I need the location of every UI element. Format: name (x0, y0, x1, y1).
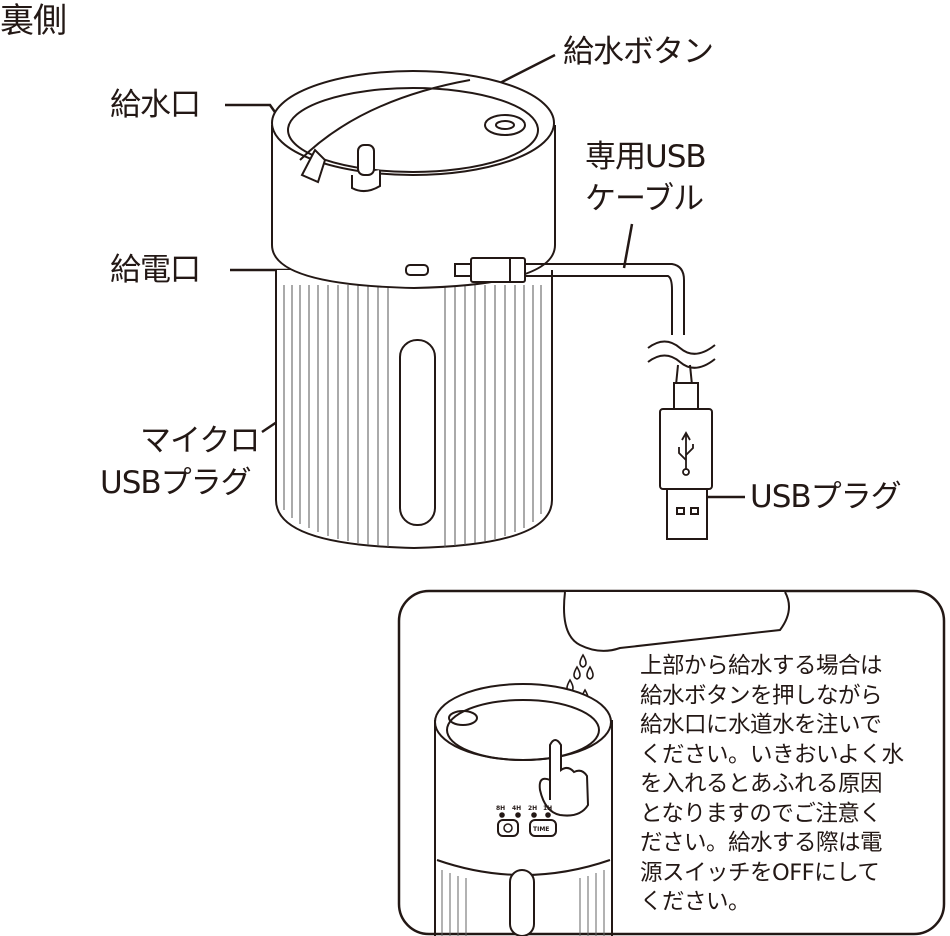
label-cable-line1: 専用USB (585, 139, 707, 175)
note-line: となりますのでご注意く (640, 800, 882, 827)
timer-label: 2H (528, 805, 537, 812)
note-line: 上部から給水する場合は (640, 653, 883, 679)
humidifier-body (271, 70, 556, 550)
water-inlet (300, 148, 327, 184)
page-title: 裏側 (0, 1, 67, 41)
mist-outlet (484, 114, 526, 136)
usb-symbol-icon (678, 431, 694, 476)
inset-illustration (434, 591, 790, 936)
label-usb-plug: USBプラグ (750, 479, 902, 515)
water-window (399, 339, 436, 526)
time-button (529, 819, 557, 837)
label-micro-usb-line2: USBプラグ (100, 465, 252, 501)
note-line: ださい。給水する際は電 (640, 830, 883, 856)
time-button-label: TIME (533, 826, 549, 833)
power-port (405, 264, 429, 276)
note-line: 源スイッチをOFFにして (640, 859, 880, 886)
label-cable-line2: ケーブル (585, 181, 704, 217)
note-line: 給水ボタンを押しながら (640, 682, 883, 709)
note-line: 給水口に水道水を注いで (640, 712, 882, 738)
label-micro-usb-line1: マイクロ (140, 423, 260, 459)
inset-note: 上部から給水する場合は 給水ボタンを押しながら 給水口に水道水を注いで ください… (640, 652, 904, 918)
label-water-inlet: 給水口 (110, 87, 201, 123)
water-button (357, 144, 375, 176)
inset-frame (397, 589, 946, 936)
usb-cable (454, 257, 716, 540)
timer-label: 8H (496, 805, 505, 812)
power-button-icon (497, 819, 519, 837)
hand-icon (538, 739, 590, 817)
note-line: ください。 (640, 889, 751, 915)
timer-label: 4H (512, 805, 521, 812)
label-power-port: 給電口 (110, 252, 201, 288)
label-water-button: 給水ボタン (563, 34, 714, 70)
note-line: を入れるとあふれる原因 (640, 771, 883, 797)
timer-label: 1H (543, 805, 552, 812)
note-line: ください。いきおいよく水 (640, 741, 904, 768)
usb-plug-tip (666, 488, 708, 540)
